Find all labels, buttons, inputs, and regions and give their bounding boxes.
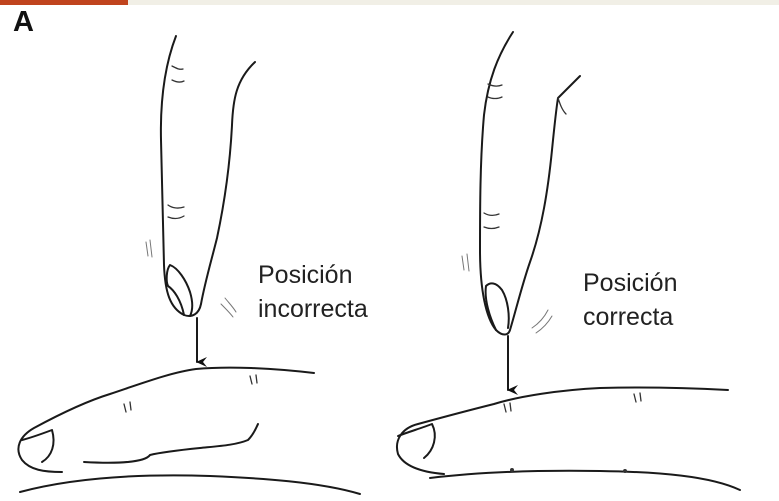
- left-caption: Posición incorrecta: [258, 258, 368, 326]
- right-caption-line2: correcta: [583, 300, 678, 334]
- right-palpating-finger: [462, 32, 580, 335]
- right-caption: Posición correcta: [583, 266, 678, 334]
- left-patient-finger: [18, 368, 360, 494]
- left-caption-line1: Posición: [258, 258, 368, 292]
- left-caption-line2: incorrecta: [258, 292, 368, 326]
- right-patient-finger: [397, 388, 740, 490]
- right-caption-line1: Posición: [583, 266, 678, 300]
- left-palpating-finger: [146, 36, 255, 317]
